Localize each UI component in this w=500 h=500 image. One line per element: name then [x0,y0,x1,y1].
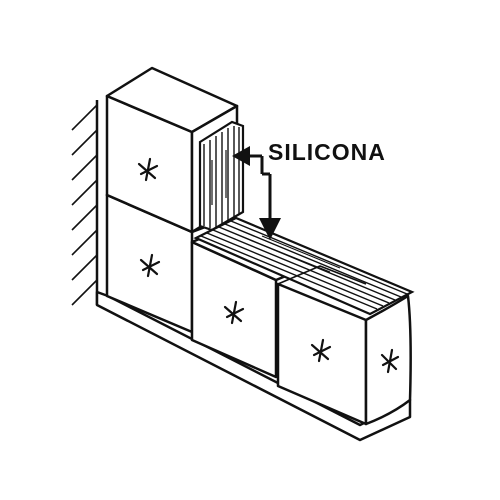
silicone-seam-vertical [198,120,245,232]
glass-block-cross-mark-icon [310,338,332,363]
arrow-down-head [259,218,281,240]
silicone-callout-arrow-icon [232,146,281,240]
arrow-left-head [232,146,250,166]
glass-block-cross-mark-icon [223,300,245,325]
block-top-edge [277,265,367,285]
base-plinth [95,290,412,442]
glass-block-cross-mark-icon [139,253,161,278]
wall-hatching [71,104,98,306]
silicone-seam-horizontal [193,216,415,316]
wall-and-floor [71,100,412,442]
glass-block-cross-mark-icon [380,348,400,374]
glass-block-cross-mark-icons [137,157,400,374]
silicone-callout-label: SILICONA [268,139,386,165]
glass-block-cross-mark-icon [137,157,159,182]
